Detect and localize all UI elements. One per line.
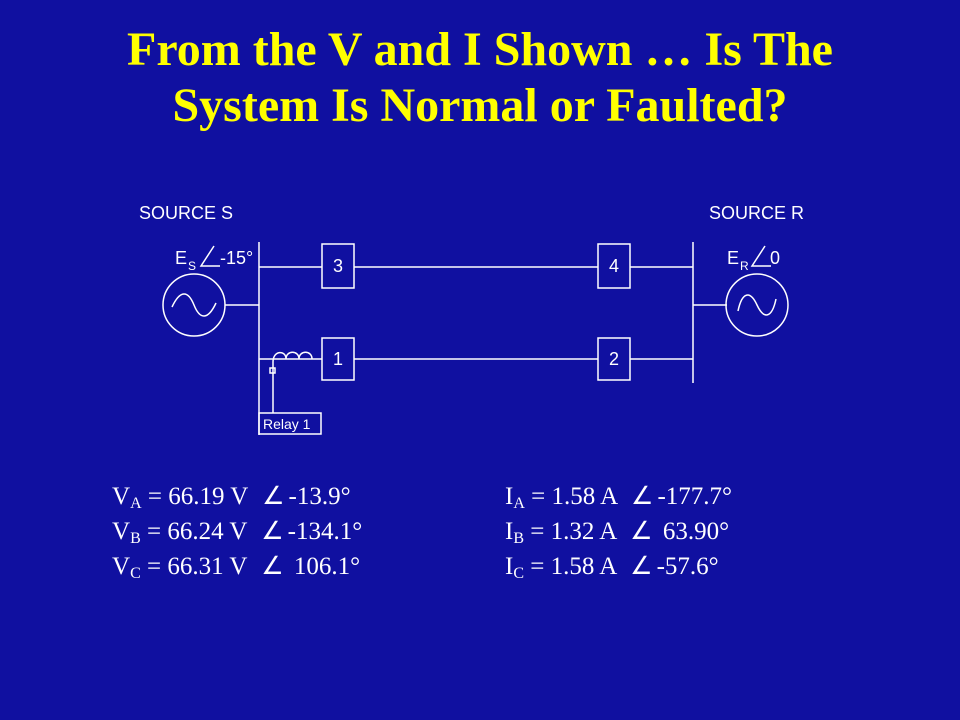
relay-1-label: Relay 1 [263, 416, 311, 432]
ct-terminal [269, 367, 276, 374]
angle-symbol-icon: ∠ [631, 483, 654, 510]
breaker-2-label: 2 [609, 349, 619, 369]
angle-symbol-icon: ∠ [261, 518, 284, 545]
current-transformer-icon [272, 351, 313, 363]
source-r-emf-letter: E [727, 248, 739, 268]
breaker-1-label: 1 [333, 349, 343, 369]
angle-symbol-icon [750, 245, 771, 267]
breaker-2-box [597, 337, 631, 381]
source-r-angle: 0 [770, 248, 780, 268]
voltage-row-a: VA = 66.19 V ∠-13.9° [112, 480, 351, 514]
breaker-4-label: 4 [609, 256, 619, 276]
slide-title: From the V and I Shown … Is The System I… [0, 22, 960, 134]
current-row-c: IC = 1.58 A ∠-57.6° [505, 550, 719, 584]
source-s-angle: -15° [220, 248, 253, 268]
breaker-4-box [597, 243, 631, 289]
angle-symbol-icon: ∠ [261, 553, 284, 580]
angle-symbol-icon: ∠ [262, 483, 285, 510]
voltage-row-b: VB = 66.24 V ∠-134.1° [112, 515, 362, 549]
breaker-1-box [321, 337, 355, 381]
angle-symbol-icon: ∠ [630, 518, 653, 545]
title-line-2: System Is Normal or Faulted? [172, 79, 788, 132]
relay-1-box [258, 412, 322, 435]
breaker-3-label: 3 [333, 256, 343, 276]
current-row-a: IA = 1.58 A ∠-177.7° [505, 480, 732, 514]
angle-symbol-icon [199, 245, 220, 267]
source-s-label: SOURCE S [139, 203, 233, 223]
current-row-b: IB = 1.32 A ∠ 63.90° [505, 515, 729, 549]
source-s-emf-letter: E [175, 248, 187, 268]
source-r-emf-sub: R [740, 259, 749, 273]
source-r-label: SOURCE R [709, 203, 804, 223]
source-s-emf-sub: S [188, 259, 196, 273]
title-line-1: From the V and I Shown … Is The [127, 23, 833, 76]
source-s-icon [162, 273, 226, 337]
breaker-3-box [321, 243, 355, 289]
angle-symbol-icon: ∠ [630, 553, 653, 580]
source-r-icon [725, 273, 789, 337]
voltage-row-c: VC = 66.31 V ∠ 106.1° [112, 550, 360, 584]
